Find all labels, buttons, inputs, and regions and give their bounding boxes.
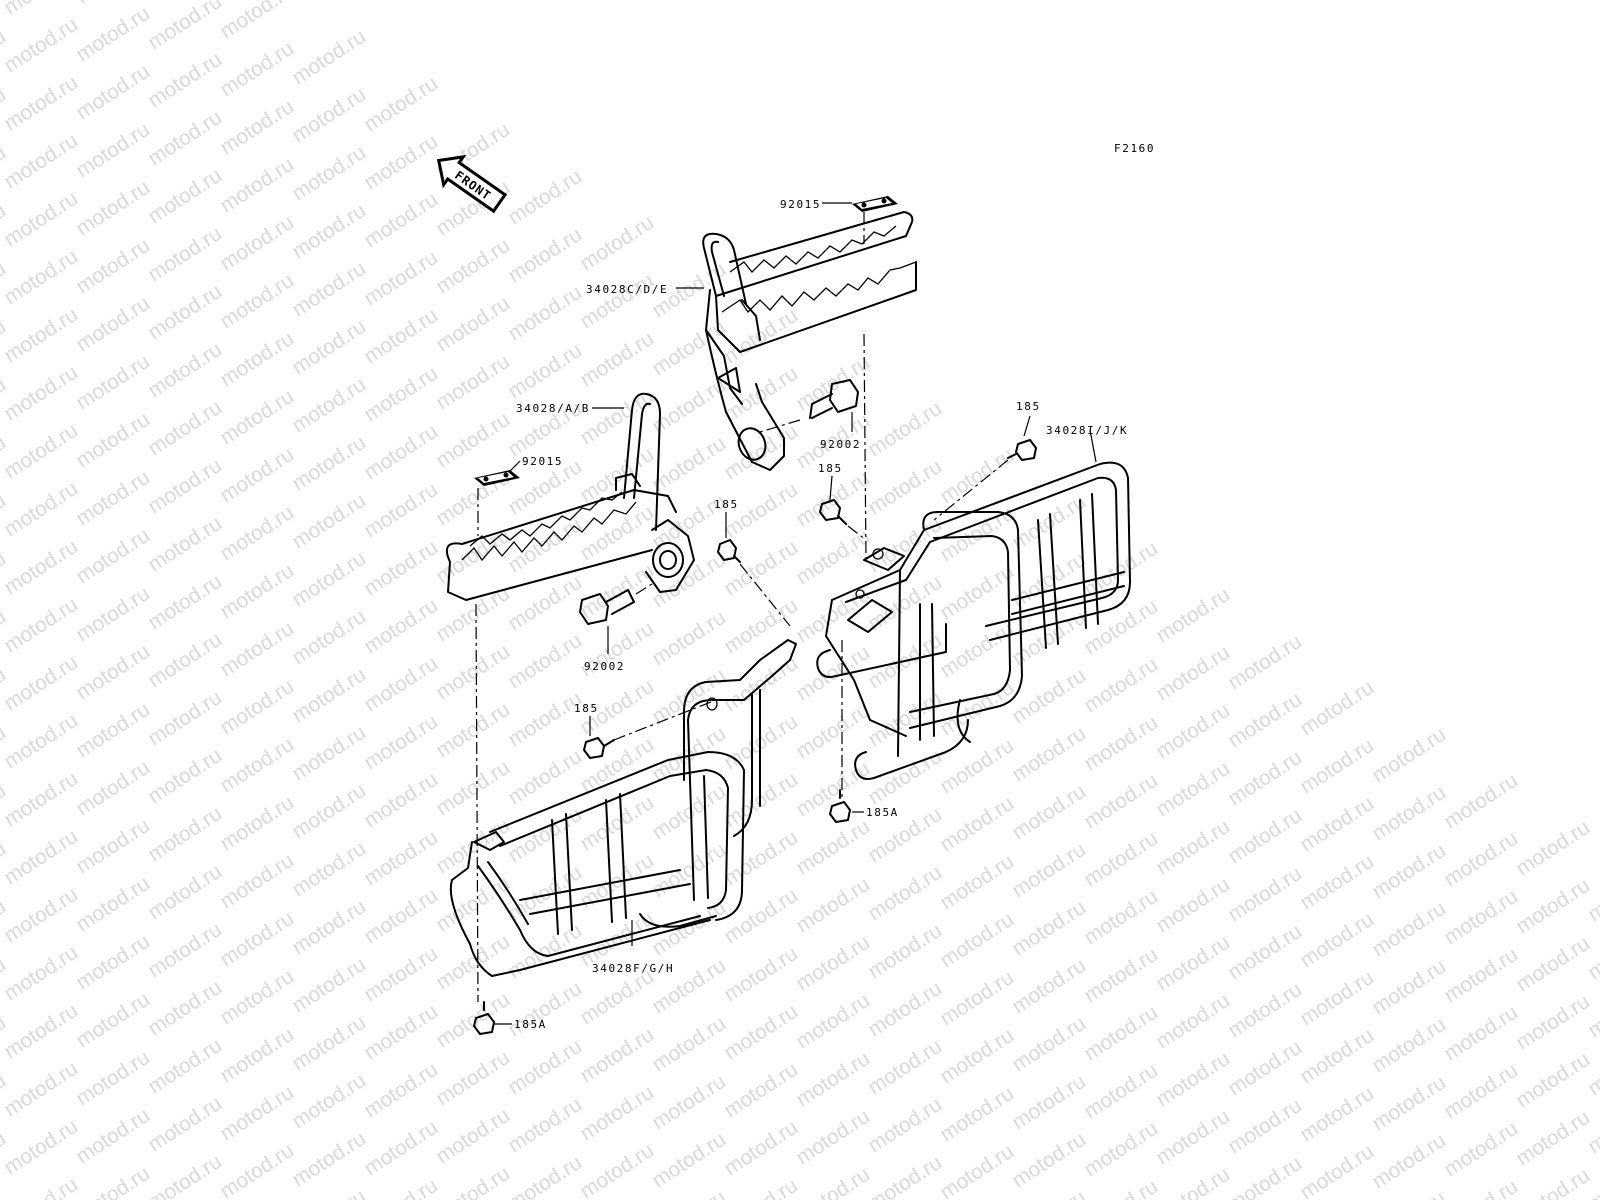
part-label-92002-left: 92002 (584, 660, 625, 673)
rubber-pad-92015-top-icon (852, 196, 898, 212)
bolt-185a-left-icon (473, 1001, 495, 1035)
part-label-185-r1: 185 (1016, 400, 1041, 413)
rubber-pad-92015-left-icon (474, 470, 520, 486)
bolt-185a-right-icon (829, 789, 851, 823)
part-label-34028ijk: 34028I/J/K (1046, 424, 1128, 437)
bolt-185-r2-icon (819, 499, 847, 525)
part-label-34028fgh: 34028F/G/H (592, 962, 674, 975)
part-label-92015-top: 92015 (780, 198, 821, 211)
part-labels: 92015 34028C/D/E 34028/A/B 92015 92002 1… (514, 198, 1128, 1031)
part-label-92015-left: 92015 (522, 455, 563, 468)
bolt-185-mid-icon (717, 539, 741, 563)
bolt-92002-left-icon (579, 589, 635, 625)
figure-code: F2160 (1114, 142, 1155, 155)
footrest-right-drawing (702, 211, 917, 471)
leader-lines (494, 202, 1097, 1025)
footrest-left-drawing (446, 392, 695, 601)
part-label-34028ab: 34028/A/B (516, 402, 590, 415)
part-label-34028cde: 34028C/D/E (586, 283, 668, 296)
part-label-185-left: 185 (574, 702, 599, 715)
part-label-92002-right: 92002 (820, 438, 861, 451)
front-arrow-icon: FRONT (436, 154, 508, 214)
bolt-185-left-icon (583, 737, 615, 759)
part-label-185a-right: 185A (866, 806, 899, 819)
alignment-lines (475, 212, 1009, 1003)
part-label-185a-left: 185A (514, 1018, 547, 1031)
part-label-185-mid: 185 (714, 498, 739, 511)
bolt-92002-right-icon (809, 379, 859, 419)
bolt-185-r1-icon (1007, 439, 1037, 461)
part-label-185-r2: 185 (818, 462, 843, 475)
guard-right-drawing (816, 461, 1131, 780)
guard-left-drawing (449, 639, 797, 977)
